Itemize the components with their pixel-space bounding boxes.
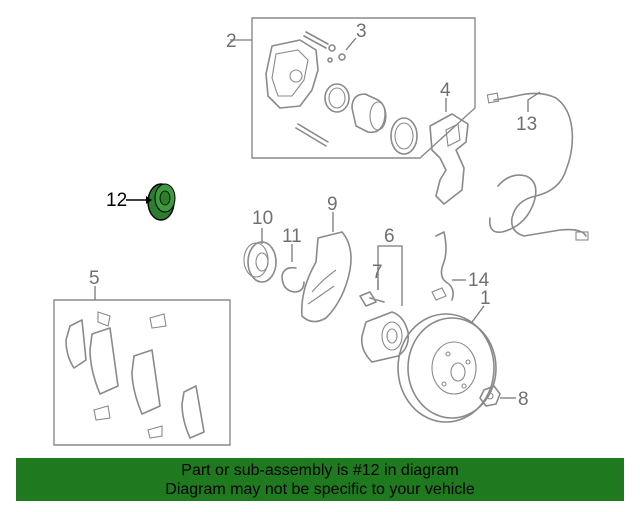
- hub-nut: [479, 385, 501, 407]
- caliper-bracket: [429, 113, 469, 205]
- pad-clip-2: [149, 313, 167, 329]
- callout-10: 10: [252, 208, 273, 229]
- caliper-piston: [351, 93, 386, 134]
- guide-pin-lower: [295, 123, 329, 147]
- hub-bearing: [243, 241, 277, 283]
- callout-14: 14: [468, 270, 490, 291]
- brake-rotor: [397, 313, 497, 423]
- callout-7: 7: [372, 262, 383, 283]
- piston-boot: [390, 117, 418, 155]
- shim-right: [181, 385, 205, 439]
- guide-pin-upper: [303, 31, 329, 49]
- brake-pad-kit-group: [53, 299, 231, 446]
- callout-8: 8: [518, 389, 529, 410]
- callout-1: 1: [480, 288, 491, 309]
- callout-3: 3: [356, 21, 367, 42]
- parts-diagram: 1 2 3 4 5 6 7 8 9 10 11 12 13 14: [53, 17, 589, 446]
- part-12-highlighted: [147, 183, 176, 221]
- snap-ring: [281, 266, 305, 293]
- callout-12: 12: [106, 190, 127, 211]
- wheel-stud: [359, 291, 385, 307]
- pad-outer: [131, 349, 161, 415]
- banner-line-2: Diagram may not be specific to your vehi…: [165, 480, 475, 498]
- callout-6: 6: [384, 226, 395, 247]
- callout-13: 13: [516, 114, 537, 135]
- callout-2: 2: [226, 31, 237, 52]
- pad-clip-1: [97, 311, 111, 327]
- banner-line-1: Part or sub-assembly is #12 in diagram: [181, 461, 459, 479]
- callout-9: 9: [327, 194, 338, 215]
- caliper-body: [265, 39, 319, 109]
- callout-11: 11: [282, 226, 302, 247]
- pad-clip-3: [93, 405, 111, 421]
- pad-inner: [89, 327, 119, 395]
- callout-4: 4: [440, 80, 451, 101]
- fitment-banner: Part or sub-assembly is #12 in diagram D…: [16, 458, 624, 501]
- callout-labels: 1 2 3 4 5 6 7 8 9 10 11 12 13 14: [89, 21, 537, 410]
- caliper-kit-group: [251, 17, 476, 205]
- shim-left: [65, 319, 87, 369]
- pad-clip-4: [147, 425, 163, 439]
- abs-sensor-wire-lower: [435, 231, 454, 301]
- wheel-hub: [360, 311, 410, 363]
- piston-seal: [324, 83, 350, 113]
- dust-shield: [300, 231, 352, 323]
- abs-sensor-wire-upper: [493, 92, 587, 237]
- leader-lines: [94, 37, 541, 399]
- callout-5: 5: [89, 268, 100, 289]
- brake-pad-kit-box: [53, 299, 231, 446]
- caliper-kit-box: [251, 17, 476, 159]
